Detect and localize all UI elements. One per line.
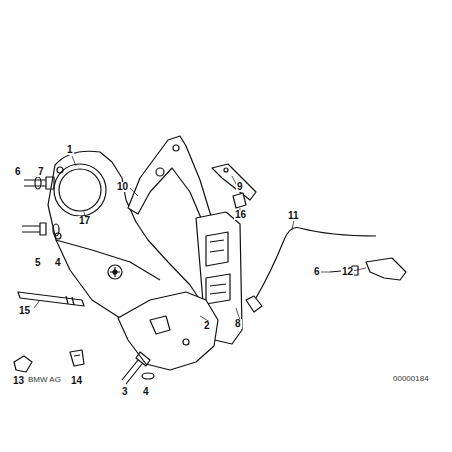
callout-number: 4 xyxy=(142,387,150,397)
maker-mark: BMW AG xyxy=(27,376,62,384)
callout-number: 1 xyxy=(66,145,74,155)
callout-number: 9 xyxy=(236,182,244,192)
callout-number: 17 xyxy=(78,216,91,226)
callout-number: 16 xyxy=(234,210,247,220)
callout-number: 14 xyxy=(70,376,83,386)
callout-number: 6 xyxy=(14,167,22,177)
callout-number: 15 xyxy=(18,306,31,316)
callout-number: 4 xyxy=(54,258,62,268)
callout-number: 3 xyxy=(121,387,129,397)
callout-number: 10 xyxy=(116,182,129,192)
callout-number: 2 xyxy=(203,321,211,331)
callout-number: 6 xyxy=(313,267,321,277)
callout-number: 11 xyxy=(287,211,300,221)
callout-number: 13 xyxy=(12,376,25,386)
callout-number: 7 xyxy=(37,167,45,177)
callout-number: 12 xyxy=(341,267,354,277)
drawing-number: 00000184 xyxy=(392,375,430,383)
callout-number: 8 xyxy=(234,319,242,329)
callout-number: 5 xyxy=(34,258,42,268)
